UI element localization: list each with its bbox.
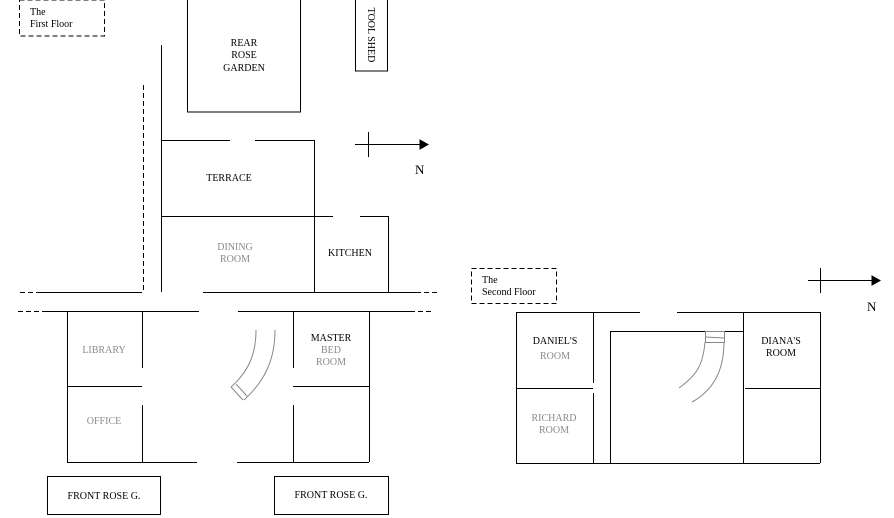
compass-arrow-icon xyxy=(808,268,882,293)
rear-rose-garden-label: ROSE xyxy=(231,50,257,61)
terrace-label: TERRACE xyxy=(206,173,252,184)
front-rose-garden-right xyxy=(274,476,389,515)
dianas-room-label: DIANA'S xyxy=(761,336,801,347)
staircase-icon xyxy=(230,329,276,401)
compass-north-label: N xyxy=(415,162,425,177)
master-bed-room-label: ROOM xyxy=(316,357,346,368)
first-floor-label-box xyxy=(19,0,105,37)
master-bed-room-label: MASTER xyxy=(311,333,352,344)
front-rose-garden-label: FRONT ROSE G. xyxy=(295,490,368,501)
stair-hall xyxy=(610,331,744,464)
daniels-room-label: DANIEL'S xyxy=(533,336,578,347)
second-floor-label: Second Floor xyxy=(482,287,536,298)
kitchen-label: KITCHEN xyxy=(328,248,372,259)
tool-shed-label: TOOL SHED xyxy=(365,8,376,63)
dining-room-label: ROOM xyxy=(220,254,250,265)
compass-north-label: N xyxy=(867,299,877,314)
master-bed-room-label: BED xyxy=(321,345,341,356)
rear-rose-garden xyxy=(187,0,301,113)
office-label: OFFICE xyxy=(87,416,121,427)
richard-room-label: RICHARD xyxy=(531,413,576,424)
staircase-icon xyxy=(678,331,725,403)
rear-rose-garden-label: REAR xyxy=(231,38,258,49)
second-floor-plan: The Second Floor N DANIEL'S ROOM RICHARD… xyxy=(471,268,882,464)
second-floor-label-box xyxy=(471,268,557,304)
first-floor-label: The xyxy=(30,7,46,18)
library-label: LIBRARY xyxy=(82,345,125,356)
front-rose-garden-left xyxy=(47,476,161,515)
front-rose-garden-label: FRONT ROSE G. xyxy=(68,491,141,502)
daniels-room-label: ROOM xyxy=(540,351,570,362)
dining-room-label: DINING xyxy=(217,242,253,253)
first-floor-plan: The First Floor REAR ROSE GARDEN TOOL SH… xyxy=(18,0,438,515)
first-floor-label: First Floor xyxy=(30,19,73,30)
compass-arrow-icon xyxy=(355,132,430,157)
richard-room-label: ROOM xyxy=(539,425,569,436)
dianas-room-label: ROOM xyxy=(766,348,796,359)
rear-rose-garden-label: GARDEN xyxy=(223,63,265,74)
tool-shed xyxy=(355,0,388,72)
second-floor-label: The xyxy=(482,275,498,286)
